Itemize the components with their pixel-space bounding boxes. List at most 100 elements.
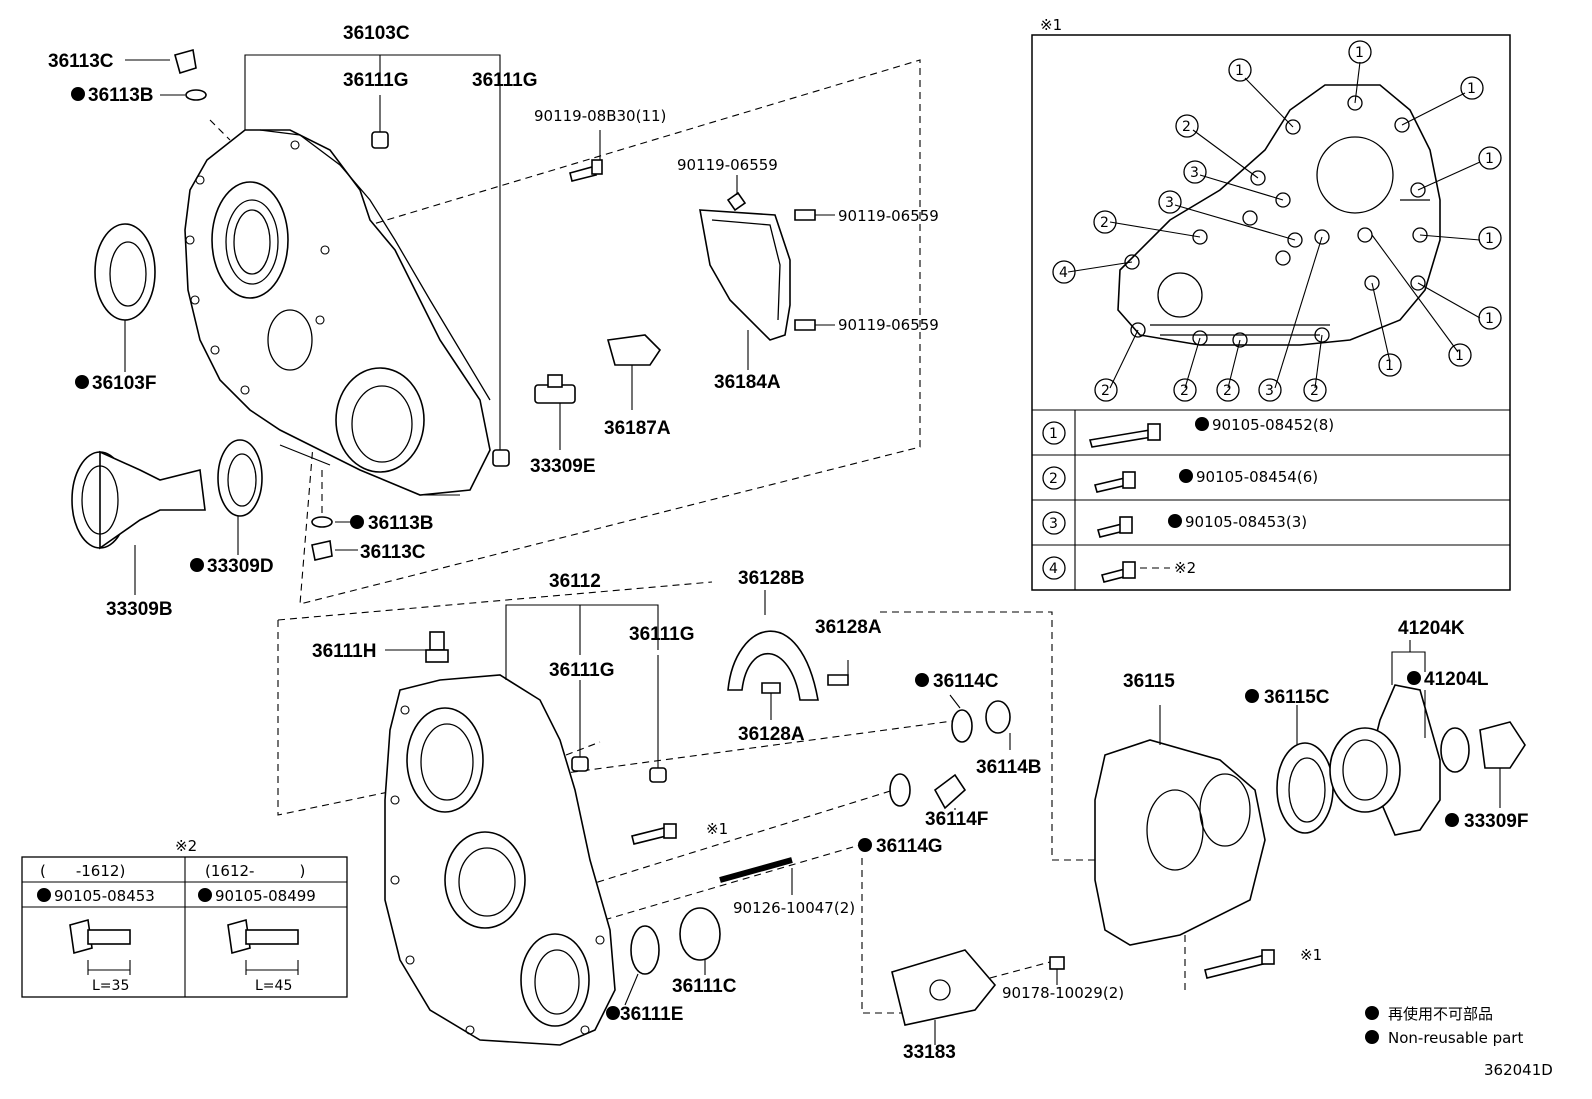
transfer-case-rear-36112 [384,674,616,1046]
row-part: ※2 [1174,559,1196,577]
label-36111G-b: 36111G [472,70,538,91]
callout-2: 2 [1101,383,1110,399]
dowel-pins-36111G-top [371,131,510,467]
label-36113C-top: 36113C [48,51,114,72]
part-labels [71,87,1459,1020]
label-36112: 36112 [549,571,601,592]
label-33309E: 33309E [530,456,596,477]
bolts-90119-06559 [726,175,835,331]
upper-group-outline [209,59,921,605]
callout-1: 1 [1467,81,1476,97]
leader-36103C [244,54,501,450]
callout-1: 1 [1355,45,1364,61]
label-36128B: 36128B [738,568,805,589]
label-33309D: 33309D [207,556,274,577]
diagram-id: 362041D [1484,1061,1553,1079]
row-number: 4 [1049,561,1058,577]
sensor-36187A [606,334,662,410]
callout-2: 2 [1100,215,1109,231]
flange-33309B [71,450,206,595]
label-36111G-c: 36111G [629,624,695,645]
label-33309B: 33309B [106,599,173,620]
label-ref-x1-mid: ※1 [706,820,728,838]
extension-housing-36115 [1094,705,1266,946]
legend-en: Non-reusable part [1388,1029,1523,1047]
detail-bolt-holes [1124,95,1428,348]
dowel-pins-36111G-lower [571,756,667,783]
callout-3: 3 [1190,165,1199,181]
x2-length-1: L=35 [92,978,129,994]
callout-2: 2 [1180,383,1189,399]
detail-callouts: 1 1 1 1 1 1 1 1 1 1 2 2 2 2 2 2 2 3 3 3 … [1052,40,1502,402]
breather-36111H [385,631,449,663]
x2-table: ※2 ( -1612) (1612- ) 90105-08453 90105-0… [21,837,348,998]
label-36114F: 36114F [925,809,988,830]
detail-box-title: ※1 [1040,16,1062,34]
row-number: 1 [1049,426,1058,442]
bolt-90119-08B30 [569,130,603,182]
row-part: 90105-08453(3) [1185,513,1307,531]
detail-box-x1: ※1 [1031,16,1511,591]
leader-36112 [505,604,659,770]
label-36187A: 36187A [604,418,671,439]
label-41204K: 41204K [1398,618,1465,639]
row-number: 2 [1049,471,1058,487]
label-36103F: 36103F [92,373,156,394]
label-36113C-mid: 36113C [360,542,426,563]
transfer-case-front-36103C [184,129,491,496]
o-ring-plug-36113B-36113C-mid [311,470,358,561]
oil-seal-36103F [94,223,156,372]
x2-title: ※2 [175,837,197,855]
callout-3: 3 [1265,383,1274,399]
label-ref-x1-right: ※1 [1300,946,1322,964]
callout-2: 2 [1310,383,1319,399]
bolt-90178 [1049,956,1065,985]
bolt-33309E [534,374,576,450]
seal-and-nut-33309F [1440,721,1526,808]
label-36115: 36115 [1123,671,1175,692]
snap-ring-36111E [624,925,660,1006]
x2-length-2: L=45 [255,978,292,994]
x2-part-2: 90105-08499 [215,887,316,905]
callout-1: 1 [1485,311,1494,327]
label-36114G: 36114G [876,836,943,857]
label-90119-08B30: 90119-08B30(11) [534,107,666,125]
callout-1: 1 [1485,231,1494,247]
stud-bolt-90126 [719,857,793,895]
label-36114C: 36114C [933,671,999,692]
label-90119-06559-a: 90119-06559 [677,156,778,174]
cap-36111C [679,907,721,975]
label-36128A-b: 36128A [738,724,805,745]
row-part: 90105-08454(6) [1196,468,1318,486]
bolt-ref-x1-right [1204,949,1275,979]
detail-row-3: 3 90105-08453(3) [1042,511,1307,538]
detail-row-1: 1 90105-08452(8) [1042,416,1334,448]
label-36113B-top: 36113B [88,85,154,106]
label-33183: 33183 [903,1042,956,1063]
seal-36115C [1276,705,1334,834]
callout-2: 2 [1182,119,1191,135]
label-36115C: 36115C [1264,687,1330,708]
callout-1: 1 [1385,358,1394,374]
label-90119-06559-c: 90119-06559 [838,316,939,334]
label-36103C: 36103C [343,23,410,44]
callout-1: 1 [1485,151,1494,167]
label-36113B-mid: 36113B [368,513,434,534]
bolts-36128A [761,660,849,720]
legend: 再使用不可部品 Non-reusable part [1365,1005,1523,1047]
label-36111H: 36111H [312,641,376,662]
bolt-ref-x1-mid [631,823,677,845]
label-33309F: 33309F [1464,811,1528,832]
row-part: 90105-08452(8) [1212,416,1334,434]
label-36128A-a: 36128A [815,617,882,638]
callout-3: 3 [1165,195,1174,211]
x2-part-1: 90105-08453 [54,887,155,905]
callout-2: 2 [1223,383,1232,399]
label-41204L: 41204L [1424,669,1489,690]
shaft-36114F [933,773,967,810]
detail-row-2: 2 90105-08454(6) [1042,466,1318,493]
seal-36114G [889,773,911,807]
x2-header-1: ( -1612) [40,862,125,880]
label-90178: 90178-10029(2) [1002,984,1124,1002]
